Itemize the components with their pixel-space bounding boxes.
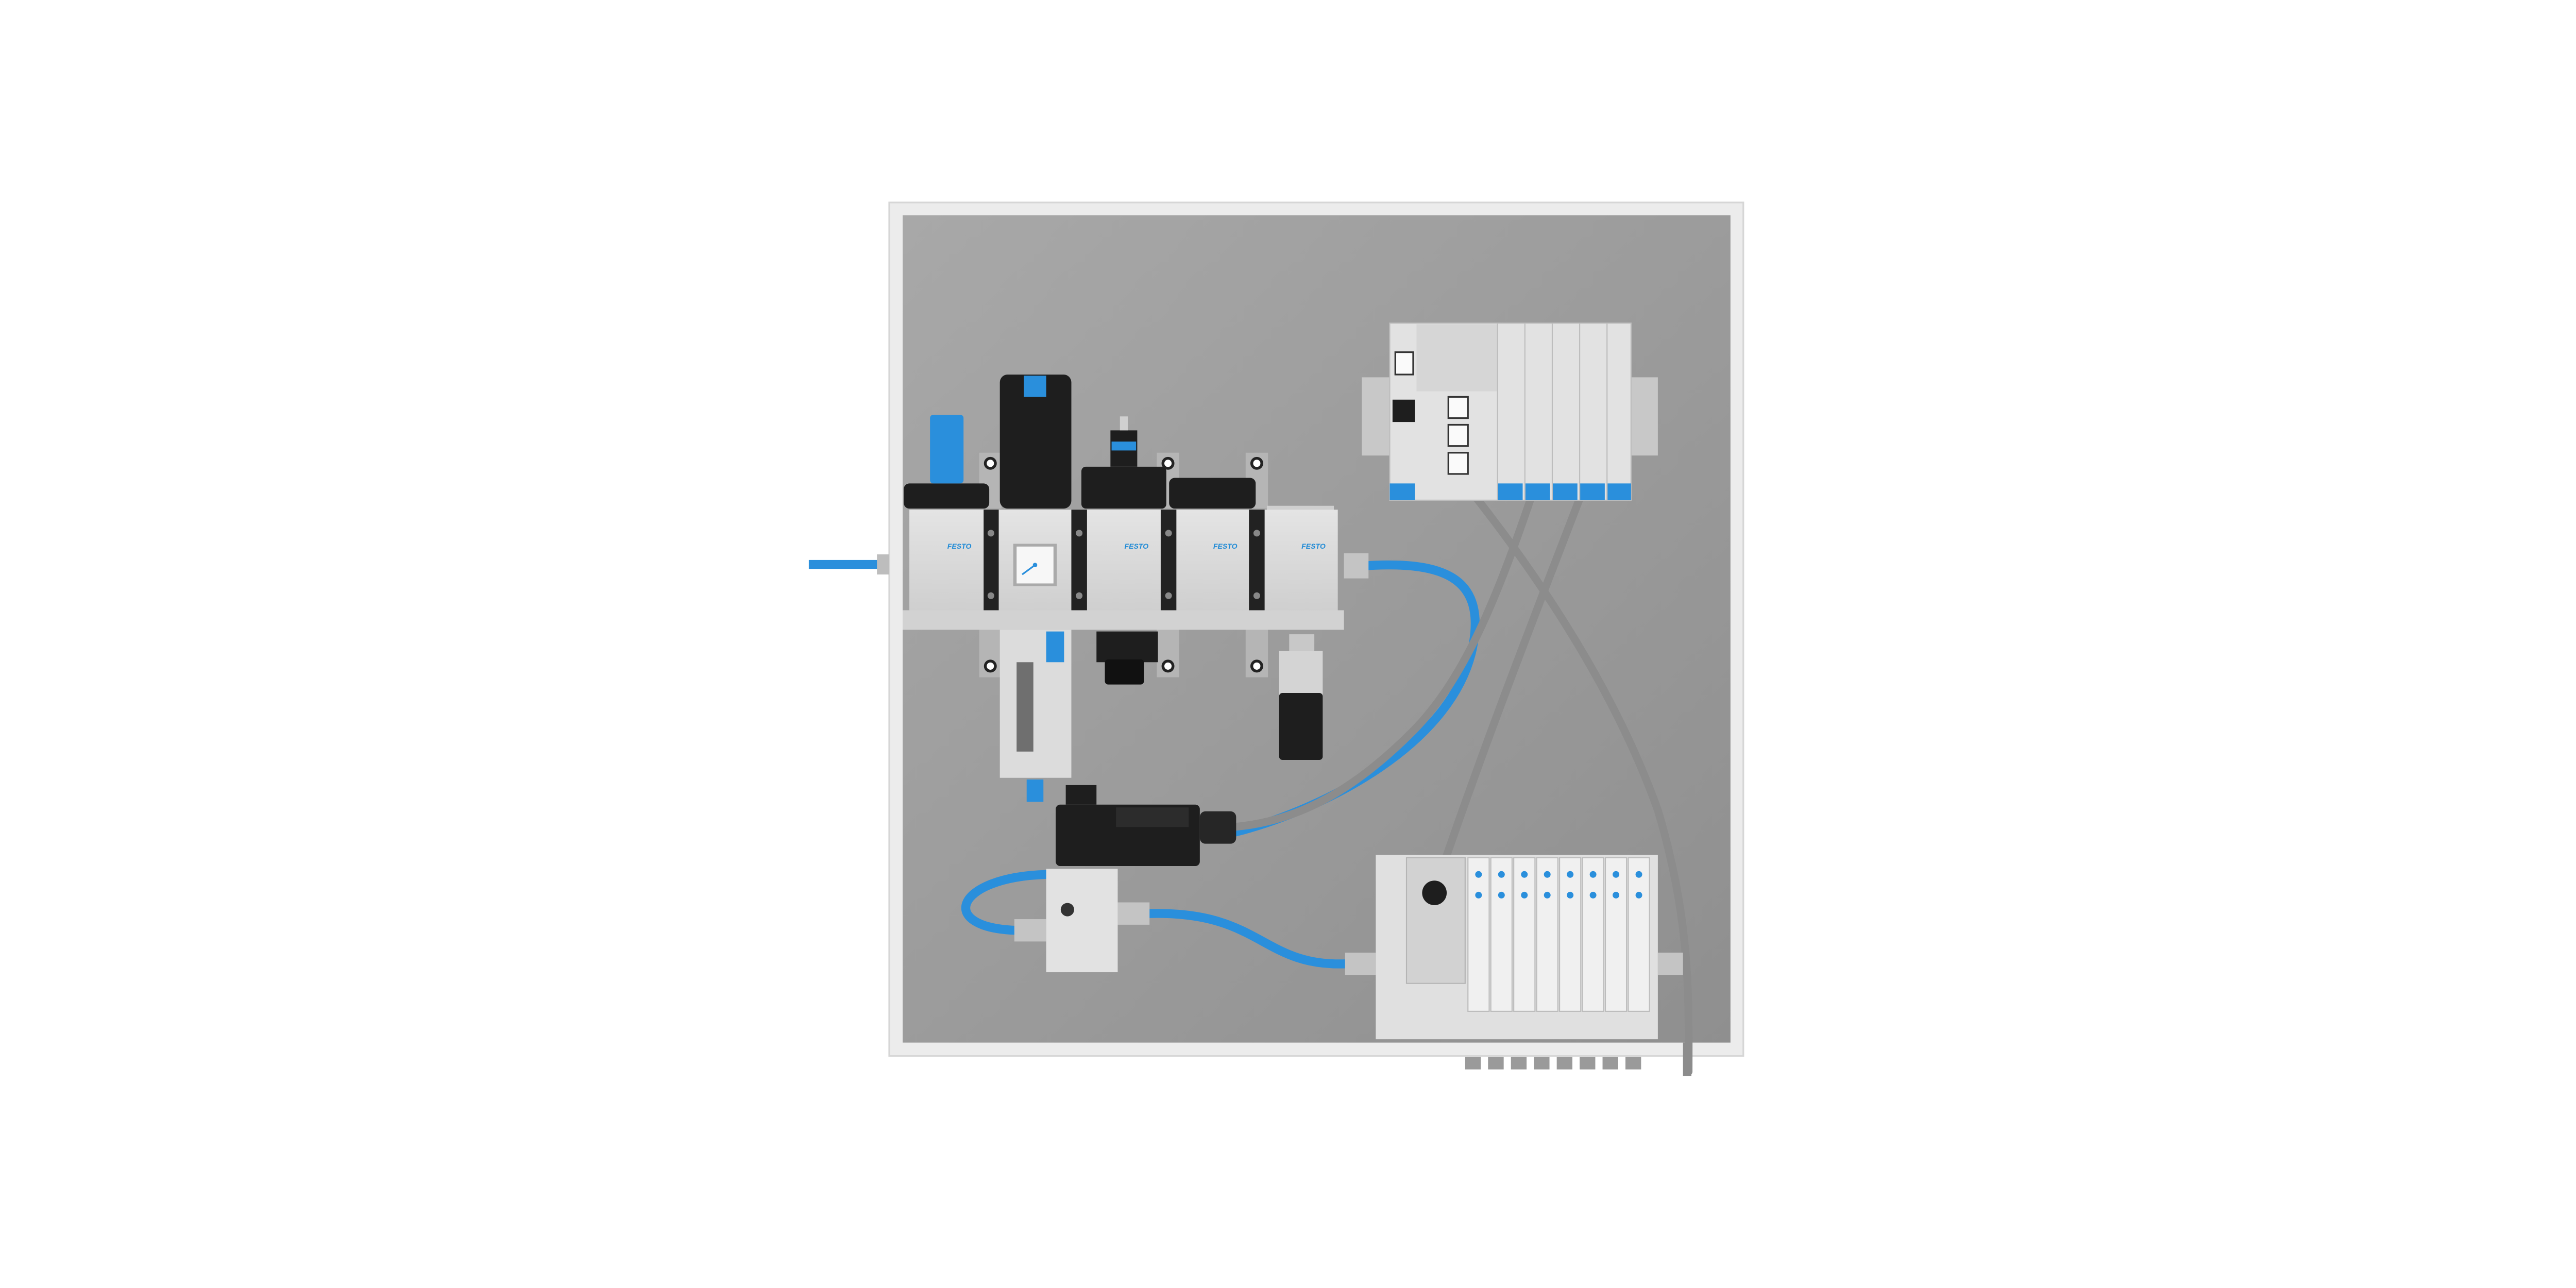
outlet-fitting: [1344, 553, 1369, 579]
regulator-knob: [1096, 631, 1158, 663]
branch-module: [1176, 510, 1249, 611]
frl-service-unit: FESTO FESTO FESTO FESTO: [903, 510, 1369, 630]
mounting-brackets: [979, 452, 1268, 677]
inlet-tube: [808, 554, 890, 575]
festo-logo: FESTO: [1124, 542, 1148, 550]
frl-top-parts: [904, 374, 1334, 511]
shutoff-valve-handle: [930, 415, 964, 484]
solenoid-valve: [1014, 785, 1236, 973]
pressure-switch-connector: [1279, 692, 1323, 760]
festo-logo: FESTO: [1301, 542, 1326, 550]
drain-port: [1026, 779, 1044, 802]
pressure-switch-module: [1087, 510, 1161, 611]
pressure-gauge: [1013, 544, 1057, 586]
soft-start-valve: [999, 374, 1072, 509]
valve-body: [1046, 869, 1118, 973]
cable-exit: [1683, 1042, 1691, 1076]
frl-lower-parts: [999, 630, 1323, 802]
valve-terminal: [1345, 855, 1683, 1070]
plc-controller: [1362, 323, 1658, 501]
electrical-cables: [1229, 406, 1693, 1076]
festo-logo: FESTO: [947, 542, 972, 550]
outlet-module: [1264, 510, 1338, 611]
shutoff-valve-module: [909, 510, 984, 611]
festo-logo: FESTO: [1213, 542, 1238, 550]
cable-gland: [1199, 811, 1236, 844]
